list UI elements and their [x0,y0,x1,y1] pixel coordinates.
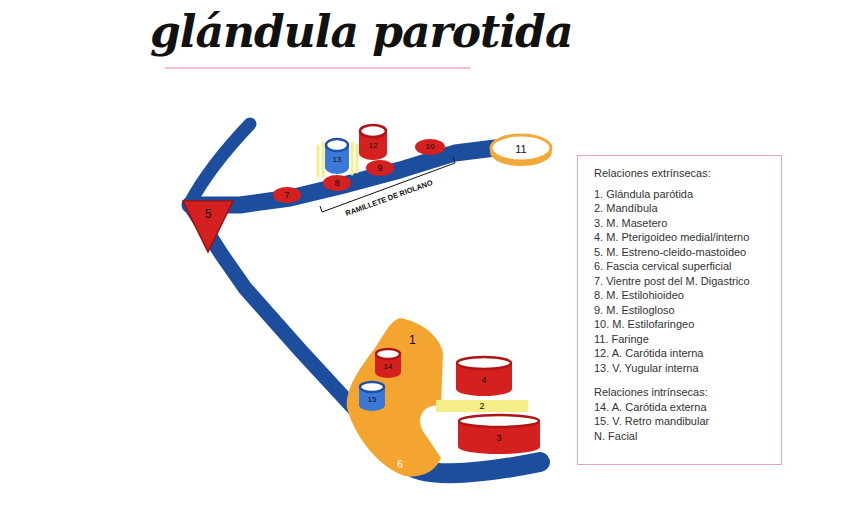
legend-line: 14. A. Carótida externa [594,400,771,415]
legend-line: 10. M. Estilofaringeo [594,317,771,332]
mandible-band: 2 [436,398,528,414]
callout-number: 7 [284,191,289,200]
legend-line: 3. M. Masetero [594,216,771,231]
callout-number: 2 [479,402,484,411]
callout-number: 15 [368,396,377,404]
legend-line: 8. M. Estilohioideo [594,288,771,303]
callout-number: 11 [515,144,526,155]
callout-number: 4 [481,376,486,385]
legend-line: 11. Faringe [594,332,771,347]
legend-line: Relaciones intrínsecas: [594,385,771,400]
muscle-ellipse: 9 [366,160,394,176]
legend-line: N. Facial [594,429,771,444]
muscle-ellipse: 8 [323,175,351,191]
callout-number: 9 [377,164,382,173]
vein-cylinder: 13 [325,138,349,174]
page-title: glándula parotida [150,6,572,57]
callout-number: 8 [334,179,339,188]
legend-box: Relaciones extrínsecas: 1. Glándula parót… [577,155,782,465]
masseter-cylinder: 3 [458,414,540,454]
callout-number: 3 [496,434,501,443]
title-underline [165,67,470,69]
artery-cylinder: 14 [375,348,401,378]
muscle-ellipse: 7 [273,187,301,203]
callout-number: 1 [409,334,416,346]
legend-line: 6. Fascia cervical superficial [594,259,771,274]
group-label: RAMILLETE DE RIOLANO [344,178,434,218]
artery-cylinder: 12 [359,124,387,160]
callout-number: 6 [397,460,403,470]
pharynx-ring: 11 [488,131,554,167]
legend-line: 2. Mandíbula [594,201,771,216]
legend-line: 4. M. Pterigoideo medial/interno [594,230,771,245]
legend-line: 5. M. Estreno-cleido-mastoideo [594,245,771,260]
parotid-gland: 1 14 15 [345,318,445,478]
callout-number: 5 [205,208,212,220]
muscle-ellipse: 10 [415,139,445,155]
legend-line: Relaciones extrínsecas: [594,166,771,181]
callout-number: 12 [369,142,378,150]
callout-number: 10 [426,143,435,151]
legend-line: 9. M. Estilogloso [594,303,771,318]
legend-line: 7. Vientre post del M. Digastrico [594,274,771,289]
muscle-cylinder: 4 [456,356,512,396]
legend-line: 15. V. Retro mandibular [594,414,771,429]
callout-number: 14 [384,363,393,371]
muscle-triangle: 5 [183,200,233,252]
legend-line: 13. V. Yugular interna [594,361,771,376]
legend-line: 12. A. Carótida interna [594,346,771,361]
callout-number: 13 [333,156,342,164]
legend-line: 1. Glándula parótida [594,187,771,202]
vein-cylinder: 15 [359,381,385,411]
fascia-number: 6 [390,456,410,474]
